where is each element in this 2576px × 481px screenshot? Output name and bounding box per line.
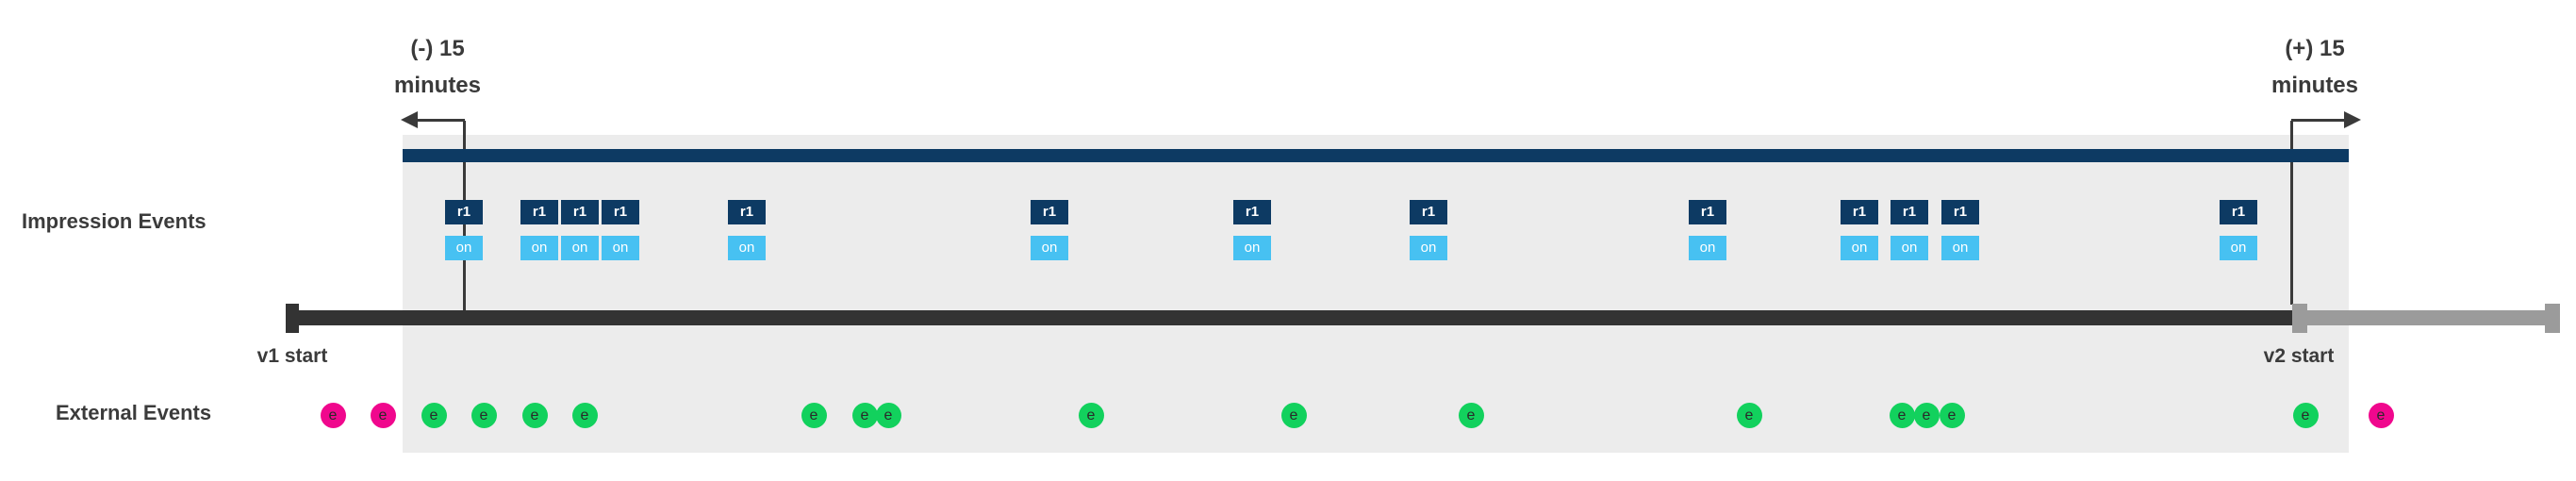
impression-r1-badge: r1	[561, 200, 599, 224]
minus-15-annotation: (-) 15 minutes	[357, 30, 518, 104]
impression-on-badge: on	[2220, 236, 2257, 260]
external-event-dot: e	[2292, 403, 2319, 428]
impression-r1-badge: r1	[445, 200, 483, 224]
impression-on-badge: on	[1410, 236, 1447, 260]
external-event-dot: e	[1078, 403, 1104, 428]
impression-r1-badge: r1	[602, 200, 639, 224]
impression-event: r1 on	[1410, 200, 1447, 260]
impression-on-badge: on	[1689, 236, 1726, 260]
impression-on-badge: on	[1031, 236, 1068, 260]
impression-event: r1 on	[728, 200, 766, 260]
external-event-dot: e	[1280, 403, 1307, 428]
impression-on-badge: on	[561, 236, 599, 260]
impression-on-badge: on	[1841, 236, 1878, 260]
external-event-dot: e	[320, 403, 346, 428]
v2-start-cap	[2292, 304, 2307, 333]
external-event-dot: e	[1913, 403, 1940, 428]
external-event-dot: e	[2368, 403, 2394, 428]
impression-on-badge: on	[728, 236, 766, 260]
impression-r1-badge: r1	[1410, 200, 1447, 224]
impression-event: r1 on	[1689, 200, 1726, 260]
external-event-dot: e	[421, 403, 447, 428]
external-event-dot: e	[1736, 403, 1762, 428]
v1-start-label: v1 start	[256, 345, 328, 367]
timeline-end-cap	[2545, 304, 2560, 333]
external-event-dot: e	[1939, 403, 1965, 428]
minus-15-line2: minutes	[393, 73, 481, 98]
impression-r1-badge: r1	[728, 200, 766, 224]
impression-event: r1 on	[1891, 200, 1928, 260]
v2-start-label: v2 start	[2263, 345, 2335, 367]
plus-15-line1: (+) 15	[2285, 36, 2345, 61]
impression-r1-badge: r1	[1031, 200, 1068, 224]
impression-r1-badge: r1	[1891, 200, 1928, 224]
plus-15-guide-line	[2290, 121, 2293, 305]
external-event-dot: e	[801, 403, 827, 428]
impression-event: r1 on	[561, 200, 599, 260]
right-arrow-line	[2291, 119, 2344, 122]
left-arrowhead-icon	[401, 111, 418, 128]
right-arrowhead-icon	[2344, 111, 2361, 128]
external-event-dot: e	[875, 403, 901, 428]
external-events-label: External Events	[56, 401, 212, 424]
impression-on-badge: on	[1941, 236, 1979, 260]
impression-event: r1 on	[1841, 200, 1878, 260]
impression-on-badge: on	[602, 236, 639, 260]
external-event-dot: e	[1889, 403, 1915, 428]
left-arrow-line	[416, 119, 465, 122]
impression-r1-badge: r1	[2220, 200, 2257, 224]
impression-r1-badge: r1	[1841, 200, 1878, 224]
impression-event: r1 on	[520, 200, 558, 260]
external-event-dot: e	[370, 403, 396, 428]
impression-r1-badge: r1	[520, 200, 558, 224]
minus-15-line1: (-) 15	[410, 36, 465, 61]
v1-timeline-bar	[292, 310, 2293, 325]
plus-15-annotation: (+) 15 minutes	[2235, 30, 2395, 104]
external-event-dot: e	[471, 403, 497, 428]
impression-event: r1 on	[445, 200, 483, 260]
v2-timeline-bar	[2301, 310, 2548, 325]
impression-r1-badge: r1	[1689, 200, 1726, 224]
impression-r1-badge: r1	[1233, 200, 1271, 224]
external-event-dot: e	[571, 403, 598, 428]
impression-on-badge: on	[1233, 236, 1271, 260]
impression-event: r1 on	[1941, 200, 1979, 260]
impression-event: r1 on	[1031, 200, 1068, 260]
external-event-dot: e	[851, 403, 878, 428]
external-event-dot: e	[1458, 403, 1484, 428]
external-event-dot: e	[521, 403, 548, 428]
experiment-duration-bar	[403, 149, 2349, 162]
impression-events-label: Impression Events	[22, 209, 206, 233]
impression-on-badge: on	[445, 236, 483, 260]
impression-on-badge: on	[1891, 236, 1928, 260]
impression-on-badge: on	[520, 236, 558, 260]
impression-event: r1 on	[1233, 200, 1271, 260]
impression-event: r1 on	[602, 200, 639, 260]
impression-r1-badge: r1	[1941, 200, 1979, 224]
experiment-window-panel	[403, 135, 2349, 453]
impression-event: r1 on	[2220, 200, 2257, 260]
plus-15-line2: minutes	[2271, 73, 2358, 98]
